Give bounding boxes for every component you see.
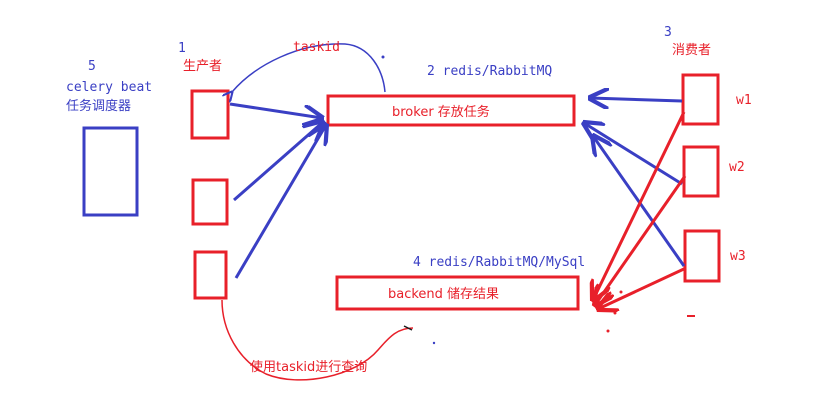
producer-box-1 <box>190 89 230 140</box>
arrow-w3-to-backend <box>598 266 687 309</box>
arrow-producer2-to-broker <box>233 122 323 202</box>
arrow-w1-to-broker <box>590 98 683 101</box>
backend-box <box>335 275 580 311</box>
worker-box-w1 <box>681 73 720 126</box>
broker-label: broker 存放任务 <box>392 104 490 120</box>
worker-label-w3: w3 <box>730 249 746 264</box>
arrow-w1-to-backend <box>593 111 686 300</box>
producer-label: 生产者 <box>183 59 222 74</box>
ink-dot-2 <box>432 341 436 345</box>
producer-box-2 <box>191 178 229 226</box>
worker-label-w1: w1 <box>736 93 752 108</box>
worker-label-w2: w2 <box>729 160 745 175</box>
query-curve <box>221 299 414 381</box>
ink-dot-3 <box>619 290 623 294</box>
consumer-label: 消费者 <box>672 43 711 58</box>
query-label: 使用taskid进行查询 <box>250 359 367 375</box>
ink-dot-5 <box>606 329 610 333</box>
arrow-w2-to-backend <box>595 175 687 305</box>
arrow-w3-to-broker <box>593 136 686 267</box>
producer-number: 1 <box>178 41 186 56</box>
taskid-label: taskid <box>293 40 340 55</box>
beat-number: 5 <box>88 59 96 74</box>
beat-title-line1: celery beat <box>66 80 152 95</box>
arrow-producer1-to-broker <box>229 102 322 118</box>
taskid-return-curve <box>232 43 386 92</box>
worker-box-w2 <box>682 145 720 198</box>
consumer-number: 3 <box>664 25 672 40</box>
producer-box-3 <box>193 250 228 300</box>
backend-label: backend 储存结果 <box>388 287 499 302</box>
beat-title-line2: 任务调度器 <box>66 98 131 114</box>
arrow-w2-to-broker <box>584 123 683 186</box>
ink-dot-4 <box>613 311 617 315</box>
celery-beat-box <box>82 126 139 217</box>
broker-title: 2 redis/RabbitMQ <box>427 64 552 79</box>
backend-title: 4 redis/RabbitMQ/MySql <box>413 255 585 270</box>
worker-box-w3 <box>683 229 721 283</box>
broker-box <box>326 94 576 127</box>
query-arrow-tick <box>403 325 413 331</box>
arrow-producer3-to-broker <box>234 125 326 279</box>
ink-dot-1 <box>381 55 385 59</box>
